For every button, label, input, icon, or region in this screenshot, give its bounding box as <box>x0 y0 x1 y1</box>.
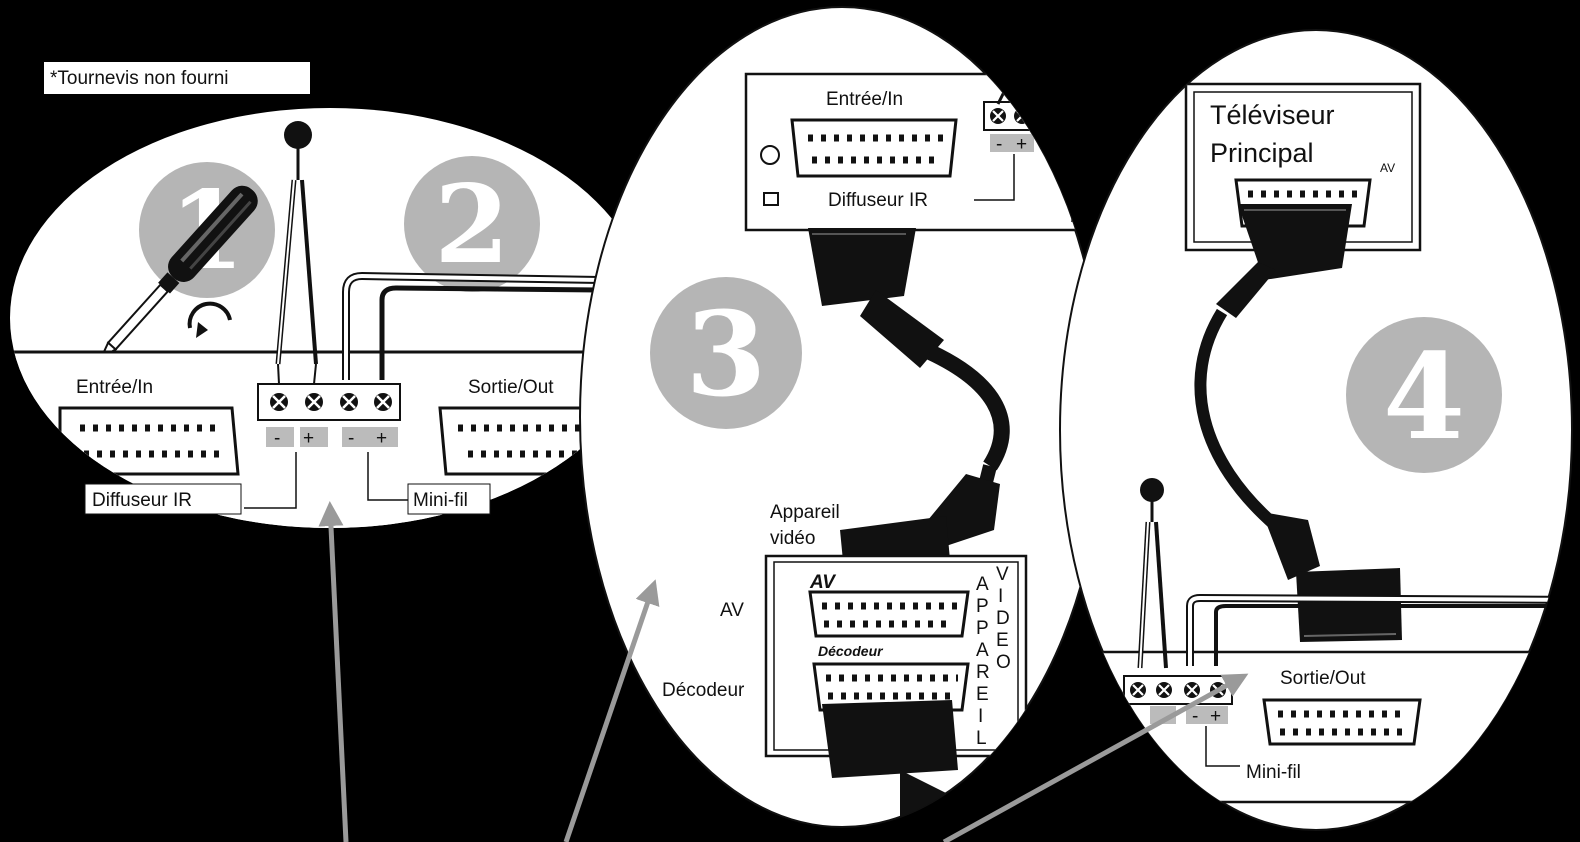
panel-3-sortie-scart-icon <box>1262 698 1422 746</box>
vertical-letter: E <box>996 630 1009 651</box>
terminal-screw-icon <box>1156 682 1172 698</box>
panel-1-entree-scart-icon <box>58 406 240 476</box>
panel-step-1-2: 1 2 Entrée/In <box>10 62 650 528</box>
step-4-circle <box>1346 317 1502 473</box>
vertical-letter: R <box>976 662 990 683</box>
panel-step-4: 4 Téléviseur Principal AV <box>1059 29 1573 831</box>
step-2-number: 2 <box>434 162 509 288</box>
step-3-number: 3 <box>686 287 767 423</box>
note-screwdriver-not-supplied: *Tournevis non fourni <box>50 68 229 89</box>
vertical-letter: I <box>998 586 1003 607</box>
tv-label-line2: Principal <box>1210 138 1314 168</box>
panel-2-diffuseur-label: Diffuseur IR <box>828 190 928 211</box>
terminal-screw-icon <box>1038 108 1054 124</box>
panel-3-sortie-label: Sortie/Out <box>1280 668 1366 689</box>
panel-1-plus-1: + <box>303 428 314 449</box>
mini-wire-icon <box>342 271 601 380</box>
step-4-number: 4 <box>1383 327 1465 466</box>
screwdriver-icon <box>98 185 258 361</box>
panel-1-entree-label: Entrée/In <box>76 377 153 398</box>
panel-3-plus: + <box>1210 706 1221 727</box>
terminal-screw-icon <box>1130 682 1146 698</box>
terminal-screw-icon <box>305 393 323 411</box>
vertical-letter: E <box>976 684 989 705</box>
panel-2-vertical-label: A P P A R E I L V I D E O <box>976 564 1011 749</box>
panel-2-av-inner-label: AV <box>809 572 836 593</box>
pointer-arrow-to-panel-2 <box>563 579 660 842</box>
vertical-letter: V <box>996 564 1009 585</box>
ir-emitter-icon <box>1137 478 1168 669</box>
vertical-letter: P <box>976 596 989 617</box>
vertical-letter: I <box>978 706 983 727</box>
panel-3-minus: - <box>1192 706 1198 727</box>
terminal-screw-icon <box>270 393 288 411</box>
panel-2-appareil-video-line1: Appareil <box>770 502 840 523</box>
panel-1-minus-1: - <box>274 428 280 449</box>
terminal-screw-icon <box>990 108 1006 124</box>
step-3-circle <box>650 277 802 429</box>
ir-emitter-icon <box>275 121 318 385</box>
panel-1-minifil-label: Mini-fil <box>413 490 468 511</box>
vertical-letter: A <box>976 574 989 595</box>
indicator-circle-icon <box>760 145 780 165</box>
terminal-screw-icon <box>1184 682 1200 698</box>
panel-2-appareil-video-line2: vidéo <box>770 528 815 549</box>
panel-2-entree-scart-icon <box>790 118 958 178</box>
vertical-letter: P <box>976 618 989 639</box>
pointer-arrow-to-panel-1 <box>318 501 349 842</box>
panel-1-terminal-block: - + - + <box>257 383 401 449</box>
tv-label-line1: Téléviseur <box>1210 100 1335 130</box>
panel-2-entree-label: Entrée/In <box>826 89 903 110</box>
pointer-arrows <box>318 501 1249 842</box>
step-2-circle <box>404 156 540 292</box>
mini-wire-icon <box>1186 593 1572 666</box>
terminal-screw-icon <box>374 393 392 411</box>
panel-2-minus: - <box>996 134 1002 155</box>
panel-1-sortie-label: Sortie/Out <box>468 377 554 398</box>
panel-2-decodeur-label: Décodeur <box>662 680 745 701</box>
vertical-letter: O <box>996 652 1011 673</box>
tv-av-label: AV <box>1380 161 1395 175</box>
panel-2-av-scart-icon <box>808 590 970 638</box>
vertical-letter: D <box>996 608 1010 629</box>
indicator-square-icon <box>763 192 779 206</box>
panel-1-diffuseur-label: Diffuseur IR <box>92 490 192 511</box>
vertical-letter: L <box>976 728 987 749</box>
panel-3-minifil-label: Mini-fil <box>1246 762 1301 783</box>
terminal-screw-icon <box>340 393 358 411</box>
vertical-letter: A <box>976 640 989 661</box>
panel-step-3: 3 Entrée/In Diffuseur IR - + <box>579 6 1105 828</box>
panel-1-minus-2: - <box>348 428 354 449</box>
panel-2-av-label: AV <box>720 600 744 621</box>
panel-2-plus: + <box>1016 134 1027 155</box>
pointer-arrow-to-panel-3 <box>942 673 1249 842</box>
panel-2-decodeur-scart-icon <box>812 662 970 712</box>
panel-1-plus-2: + <box>376 428 387 449</box>
panel-2-decodeur-inner-label: Décodeur <box>818 643 884 659</box>
